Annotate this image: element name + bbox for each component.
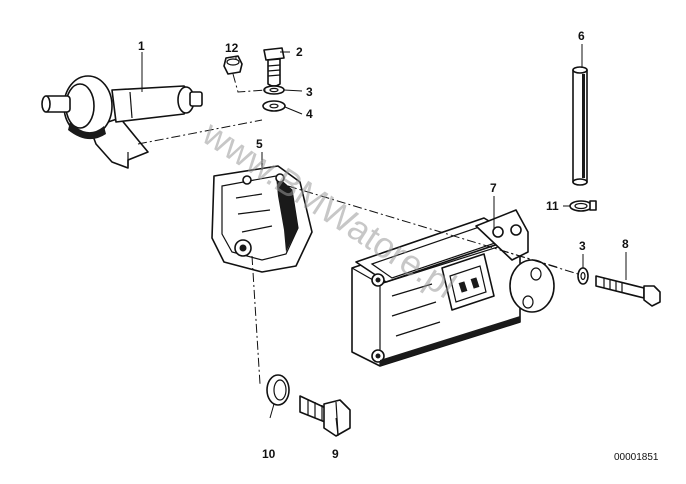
part-8-long-bolt (595, 275, 661, 307)
callout-3-right: 3 (579, 239, 586, 253)
part-3-washer-top (263, 85, 285, 95)
part-9-hex-bolt (299, 395, 351, 437)
part-7-control-housing (351, 209, 555, 367)
part-1-vacuum-unit (41, 75, 203, 169)
reference-number: 00001851 (614, 452, 659, 463)
callout-9: 9 (332, 447, 339, 461)
callout-3-top: 3 (306, 85, 313, 99)
callout-6: 6 (578, 29, 585, 43)
part-6-hose (572, 66, 588, 186)
callout-10: 10 (262, 447, 276, 461)
part-3-washer-right (577, 267, 589, 285)
callout-5: 5 (256, 137, 263, 151)
part-11-hose-clamp (569, 200, 597, 212)
assembly-lines (137, 73, 579, 385)
callout-12: 12 (225, 41, 239, 55)
leader-lines (141, 44, 627, 437)
callout-8: 8 (622, 237, 629, 251)
callout-1: 1 (138, 39, 145, 53)
part-12-nut (223, 55, 243, 75)
part-2-bolt (263, 47, 285, 87)
part-10-ring-washer (266, 374, 290, 406)
callout-11: 11 (546, 199, 559, 213)
callout-7: 7 (490, 181, 497, 195)
part-5-bracket-plate (211, 165, 313, 273)
part-4-lock-washer (262, 100, 286, 112)
callout-4: 4 (306, 107, 313, 121)
callout-2: 2 (296, 45, 303, 59)
